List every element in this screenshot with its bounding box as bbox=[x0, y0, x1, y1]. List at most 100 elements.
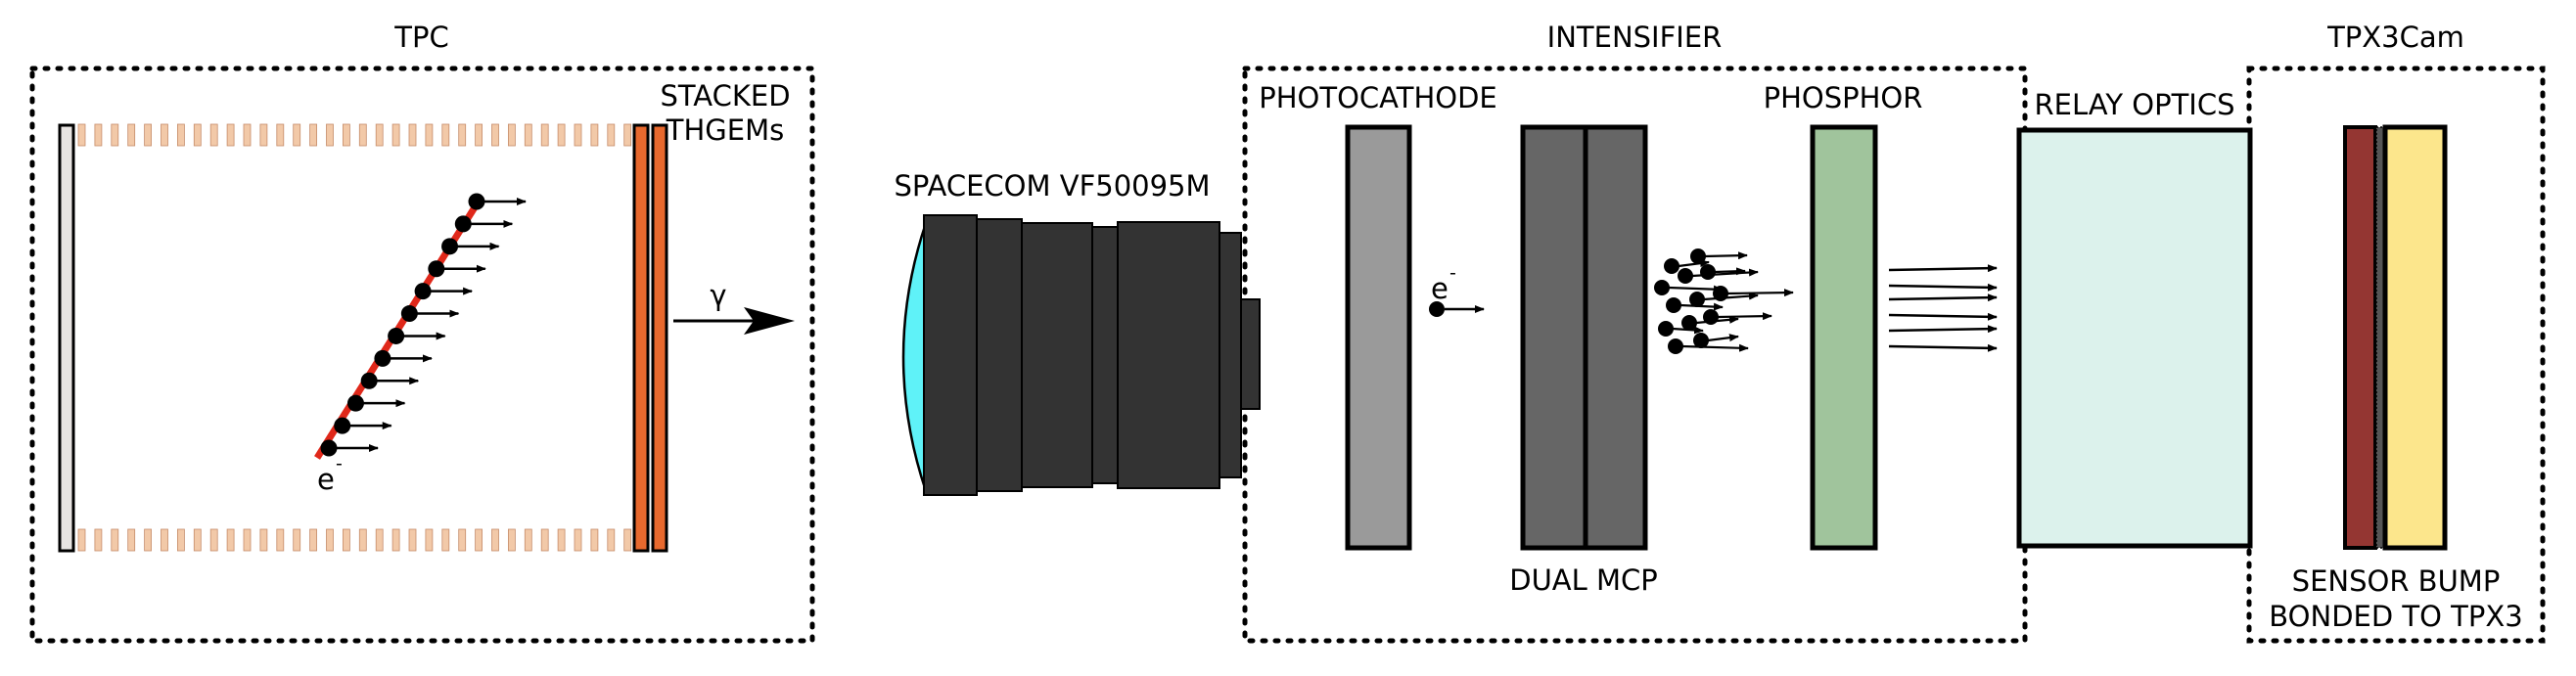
drift-electron bbox=[400, 305, 418, 323]
field-strip bbox=[524, 528, 532, 552]
lens-ring-1 bbox=[923, 214, 978, 496]
multiplied-electron-arrow bbox=[1679, 302, 1724, 311]
field-strip bbox=[326, 528, 334, 552]
light-arrow bbox=[1888, 325, 1998, 334]
lens bbox=[901, 214, 1261, 496]
multiplied-electron-arrow bbox=[1707, 334, 1739, 342]
field-strip bbox=[342, 123, 350, 147]
phosphor-label: PHOSPHOR bbox=[1764, 81, 1923, 114]
multiplied-electrons bbox=[1654, 248, 1794, 354]
photoelectron bbox=[1429, 301, 1445, 317]
field-strip bbox=[491, 123, 499, 147]
multiplied-electron-arrow bbox=[1717, 312, 1772, 321]
drift-electron bbox=[346, 394, 364, 412]
field-strip bbox=[540, 528, 549, 552]
field-strip bbox=[193, 123, 202, 147]
mcp-plate-1 bbox=[1520, 124, 1588, 551]
lens-ring-6 bbox=[1219, 232, 1242, 478]
field-strip bbox=[425, 123, 434, 147]
field-strip bbox=[111, 123, 119, 147]
drift-electron bbox=[468, 193, 485, 210]
field-strip bbox=[94, 528, 103, 552]
drift-electron bbox=[320, 439, 338, 457]
tpc-box bbox=[29, 66, 815, 644]
multiplied-electron bbox=[1658, 321, 1674, 337]
field-strip bbox=[508, 123, 516, 147]
field-strip bbox=[358, 123, 367, 147]
field-strip bbox=[574, 123, 582, 147]
light-arrow bbox=[1888, 264, 1998, 273]
field-strip bbox=[540, 123, 549, 147]
field-strip bbox=[176, 528, 185, 552]
field-strip bbox=[607, 123, 616, 147]
multiplied-electron bbox=[1689, 292, 1705, 307]
field-strip bbox=[557, 528, 566, 552]
field-strip bbox=[391, 123, 400, 147]
field-strip bbox=[243, 528, 252, 552]
photocathode bbox=[1345, 124, 1412, 551]
field-strip bbox=[607, 528, 616, 552]
light-arrow bbox=[1888, 283, 1998, 292]
drift-electron bbox=[374, 349, 391, 367]
field-strip bbox=[375, 123, 384, 147]
multiplied-electron bbox=[1703, 309, 1719, 325]
field-strip bbox=[293, 123, 301, 147]
field-strip bbox=[342, 528, 350, 552]
drift-electron bbox=[428, 260, 445, 278]
lens-front-glass bbox=[901, 222, 928, 492]
multiplied-electron bbox=[1700, 264, 1716, 280]
field-strip bbox=[441, 528, 450, 552]
sensor-layer bbox=[2343, 125, 2377, 550]
field-strip bbox=[259, 528, 268, 552]
light-arrow bbox=[1888, 312, 1998, 321]
field-strip bbox=[77, 123, 86, 147]
multiplied-electron-arrow bbox=[1668, 285, 1724, 293]
thgem-plate-2 bbox=[651, 123, 668, 553]
field-strip bbox=[127, 123, 136, 147]
field-strip bbox=[161, 528, 168, 552]
lens-ring-5 bbox=[1117, 221, 1220, 489]
lens-ring-2 bbox=[976, 218, 1023, 492]
multiplied-electron-arrow bbox=[1703, 292, 1759, 301]
drift-electron bbox=[388, 327, 405, 344]
field-strip bbox=[623, 528, 632, 552]
field-strip bbox=[458, 123, 467, 147]
field-strip bbox=[243, 123, 252, 147]
field-strip bbox=[276, 528, 285, 552]
field-strip bbox=[309, 123, 318, 147]
field-strip bbox=[590, 528, 599, 552]
tpc-electron-label: e bbox=[317, 463, 335, 496]
multiplied-electron bbox=[1666, 297, 1681, 313]
multiplied-electron bbox=[1668, 338, 1683, 354]
field-strip bbox=[574, 528, 582, 552]
tpx3-chip bbox=[2382, 124, 2448, 551]
lens-mount bbox=[1240, 298, 1261, 410]
relay-optics bbox=[2016, 127, 2253, 549]
field-strip bbox=[144, 528, 153, 552]
drift-electron bbox=[454, 215, 472, 233]
field-strip bbox=[209, 528, 218, 552]
gamma-label: γ bbox=[710, 279, 726, 312]
drift-electron bbox=[414, 283, 432, 300]
field-strip bbox=[557, 123, 566, 147]
multiplied-electron-arrow bbox=[1704, 251, 1748, 260]
tpx3cam-title: TPX3Cam bbox=[2326, 21, 2464, 54]
field-strip bbox=[408, 528, 417, 552]
multiplied-electron bbox=[1681, 315, 1697, 331]
gamma-arrowhead bbox=[744, 307, 795, 335]
field-strip bbox=[77, 528, 86, 552]
field-strip bbox=[524, 123, 532, 147]
field-strip bbox=[193, 528, 202, 552]
field-strip bbox=[176, 123, 185, 147]
intensifier-title: INTENSIFIER bbox=[1547, 21, 1723, 54]
field-strip bbox=[276, 123, 285, 147]
field-strip bbox=[391, 528, 400, 552]
light-arrow bbox=[1888, 343, 1998, 352]
field-strip bbox=[508, 528, 516, 552]
tpc-electron-charge: - bbox=[336, 453, 343, 474]
tpc-title: TPC bbox=[393, 21, 448, 54]
field-strip bbox=[293, 528, 301, 552]
sensor-label-line1: SENSOR BUMP bbox=[2292, 564, 2501, 598]
multiplied-electron-arrow bbox=[1714, 267, 1746, 276]
